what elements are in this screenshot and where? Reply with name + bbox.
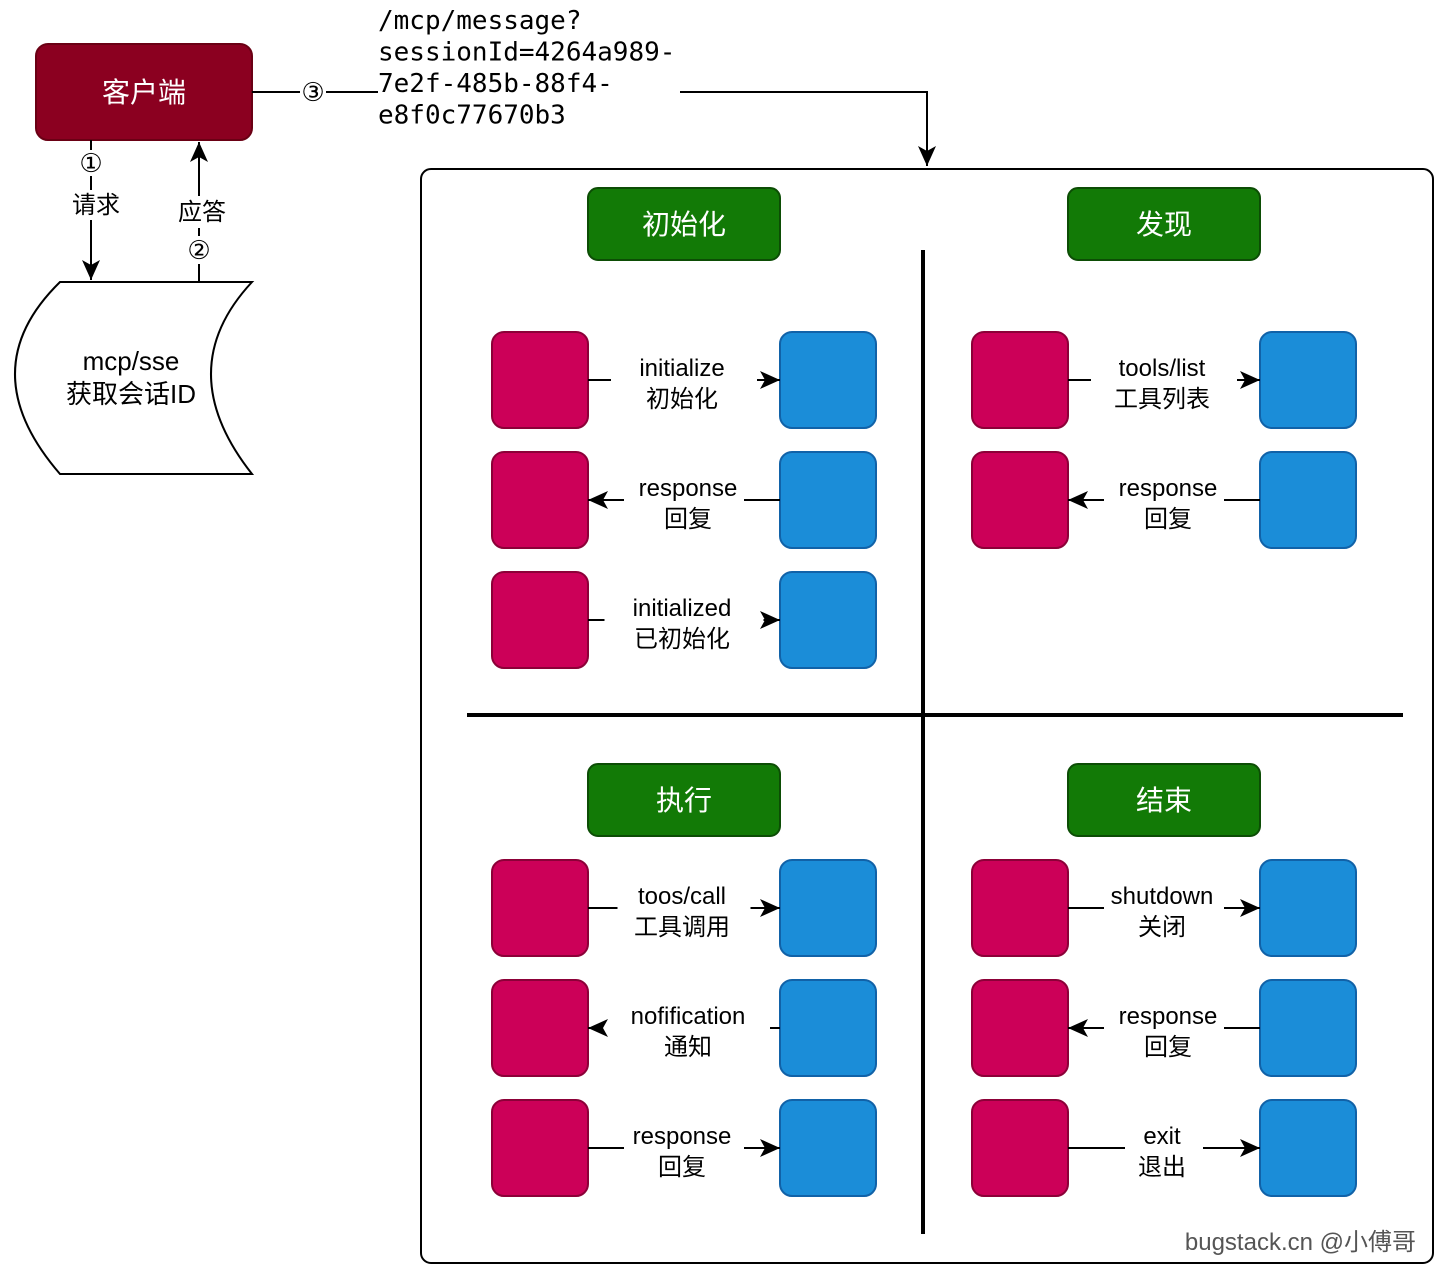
- request-edge[interactable]: ① 请求: [72, 140, 120, 280]
- message-row[interactable]: toos/call 工具调用: [491, 859, 877, 957]
- message-label-en: exit: [1143, 1123, 1181, 1150]
- message-url: /mcp/message?sessionId=4264a989-7e2f-485…: [378, 6, 675, 131]
- message-label-zh: 退出: [1138, 1154, 1186, 1181]
- phase-title-label: 结束: [1136, 785, 1192, 816]
- message-label-zh: 通知: [664, 1034, 712, 1061]
- message-row[interactable]: tools/list 工具列表: [971, 331, 1357, 429]
- client-participant-box: [491, 331, 589, 429]
- message-label-en: response: [1119, 1003, 1218, 1030]
- server-participant-box: [1259, 1099, 1357, 1197]
- client-participant-box: [971, 331, 1069, 429]
- message-label-zh: 回复: [664, 506, 712, 533]
- message-label-zh: 已初始化: [634, 626, 730, 653]
- message-label-zh: 工具列表: [1114, 386, 1210, 413]
- response-label: 应答: [178, 199, 226, 226]
- request-label: 请求: [72, 192, 120, 219]
- phase-title-label: 发现: [1136, 209, 1192, 240]
- message-row[interactable]: response 回复: [971, 451, 1357, 549]
- sse-shape: [14, 281, 255, 475]
- phase-title-box: [587, 187, 781, 261]
- phase-discover: 发现 tools/list 工具列表 response 回复: [971, 187, 1357, 549]
- message-label-en: toos/call: [638, 883, 726, 910]
- message-label-zh: 工具调用: [634, 914, 730, 941]
- message-label-en: initialized: [633, 595, 732, 622]
- server-participant-box: [1259, 979, 1357, 1077]
- server-participant-box: [1259, 451, 1357, 549]
- message-label-en: tools/list: [1119, 355, 1206, 382]
- sse-label-line1: mcp/sse: [83, 346, 180, 376]
- server-participant-box: [779, 571, 877, 669]
- message-step: ③: [301, 77, 324, 107]
- phase-title-box: [1067, 187, 1261, 261]
- client-participant-box: [971, 1099, 1069, 1197]
- message-url-line: e8f0c77670b3: [378, 101, 566, 131]
- server-participant-box: [779, 451, 877, 549]
- client-label: 客户端: [102, 77, 186, 108]
- client-participant-box: [971, 979, 1069, 1077]
- message-row[interactable]: initialize 初始化: [491, 331, 877, 429]
- message-label-en: initialize: [639, 355, 724, 382]
- message-edge[interactable]: ③ /mcp/message?sessionId=4264a989-7e2f-4…: [252, 6, 936, 166]
- phase-title-discover[interactable]: 发现: [1067, 187, 1261, 261]
- message-label-zh: 回复: [1144, 1034, 1192, 1061]
- client-node[interactable]: 客户端: [35, 43, 253, 141]
- client-participant-box: [491, 859, 589, 957]
- message-row[interactable]: response 回复: [491, 1099, 877, 1197]
- message-label-zh: 回复: [1144, 506, 1192, 533]
- message-label-en: response: [633, 1123, 732, 1150]
- server-participant-box: [779, 859, 877, 957]
- phase-title-init[interactable]: 初始化: [587, 187, 781, 261]
- response-edge[interactable]: 应答 ②: [178, 142, 226, 282]
- message-row[interactable]: nofification 通知: [491, 979, 877, 1077]
- phase-init: 初始化 initialize 初始化 response 回复 initialized 已初始…: [491, 187, 877, 669]
- message-url-line: /mcp/message?: [378, 6, 582, 36]
- phase-title-end[interactable]: 结束: [1067, 763, 1261, 837]
- client-participant-box: [971, 859, 1069, 957]
- message-label-en: response: [1119, 475, 1218, 502]
- client-participant-box: [491, 571, 589, 669]
- phase-end: 结束 shutdown 关闭 response 回复 exit 退出: [971, 763, 1357, 1197]
- message-label-zh: 回复: [658, 1154, 706, 1181]
- phase-title-box: [1067, 763, 1261, 837]
- phase-execute: 执行 toos/call 工具调用 nofification 通知 response 回复: [491, 763, 877, 1197]
- message-label-en: nofification: [631, 1003, 746, 1030]
- message-row[interactable]: response 回复: [971, 979, 1357, 1077]
- phase-title-label: 初始化: [642, 209, 726, 240]
- response-step: ②: [187, 235, 210, 265]
- message-label-en: response: [639, 475, 738, 502]
- client-participant-box: [971, 451, 1069, 549]
- message-url-line: sessionId=4264a989-: [378, 38, 675, 68]
- server-participant-box: [1259, 331, 1357, 429]
- server-participant-box: [779, 1099, 877, 1197]
- server-participant-box: [779, 331, 877, 429]
- message-url-line: 7e2f-485b-88f4-: [378, 69, 613, 99]
- message-label-zh: 初始化: [646, 386, 718, 413]
- message-label-en: shutdown: [1111, 883, 1214, 910]
- client-participant-box: [491, 451, 589, 549]
- phase-title-box: [587, 763, 781, 837]
- message-label-zh: 关闭: [1138, 914, 1186, 941]
- request-step: ①: [79, 148, 102, 178]
- client-participant-box: [491, 1099, 589, 1197]
- message-edge-seg3: [680, 91, 936, 166]
- phase-title-label: 执行: [656, 785, 712, 816]
- phase-title-execute[interactable]: 执行: [587, 763, 781, 837]
- message-row[interactable]: exit 退出: [971, 1099, 1357, 1197]
- client-participant-box: [491, 979, 589, 1077]
- server-participant-box: [779, 979, 877, 1077]
- sse-label-line2: 获取会话ID: [66, 379, 196, 409]
- message-row[interactable]: shutdown 关闭: [971, 859, 1357, 957]
- watermark: bugstack.cn @小傅哥: [1185, 1229, 1416, 1256]
- message-row[interactable]: initialized 已初始化: [491, 571, 877, 669]
- sse-node[interactable]: mcp/sse 获取会话ID: [14, 281, 255, 475]
- message-row[interactable]: response 回复: [491, 451, 877, 549]
- phases: 初始化 initialize 初始化 response 回复 initialized 已初始…: [491, 187, 1357, 1197]
- server-participant-box: [1259, 859, 1357, 957]
